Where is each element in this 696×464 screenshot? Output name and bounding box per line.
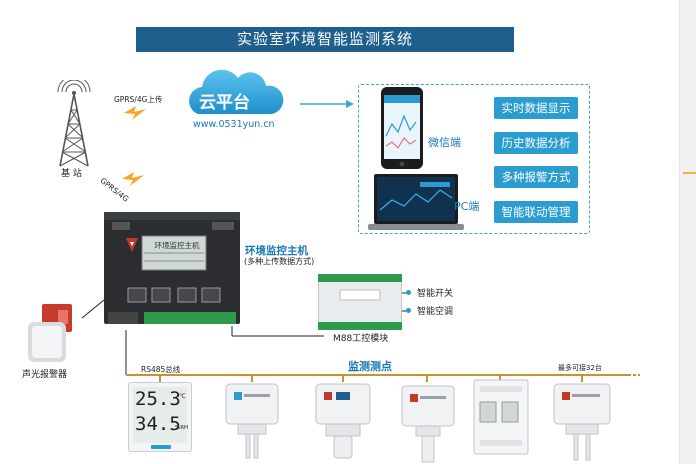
gprs-upload-label: GPRS/4G上传 (114, 95, 163, 104)
sensor-box-2 (315, 383, 371, 459)
base-station-tower-icon (57, 80, 91, 167)
m88-module-label: M88工控模块 (333, 334, 389, 344)
signal-bolt-icon (124, 106, 146, 120)
humidity-unit: %RH (175, 425, 189, 431)
client-panel (358, 84, 590, 234)
sensor-box-3 (401, 385, 455, 463)
pc-client-label: PC端 (454, 200, 480, 213)
humidity-reading: 34.5 (135, 413, 181, 435)
feature-history-analysis: 历史数据分析 (494, 132, 578, 154)
title-banner: 实验室环境智能监测系统 (136, 27, 514, 52)
base-station-label: 基 站 (61, 169, 82, 179)
alarm-label: 声光报警器 (22, 370, 68, 380)
monitoring-host-device (104, 212, 240, 324)
sensor-box-4 (553, 383, 611, 461)
max-devices-label: 最多可接32台 (558, 364, 602, 372)
wechat-client-label: 微信端 (428, 136, 461, 149)
temperature-unit: ℃ (179, 393, 186, 400)
arrow-right-icon (300, 100, 354, 108)
sensor-display-unit: 25.3 ℃ 34.5 %RH (128, 382, 192, 452)
feature-realtime-display: 实时数据显示 (494, 97, 578, 119)
cloud-platform-label: 云平台 (199, 93, 250, 113)
measure-points-label: 监测测点 (348, 360, 392, 373)
smart-aircon-label: 智能空调 (417, 307, 454, 317)
sensor-rail-unit (473, 379, 529, 455)
smart-switch-label: 智能开关 (417, 289, 454, 299)
feature-alarm-methods: 多种报警方式 (494, 166, 578, 188)
side-strip (679, 0, 696, 464)
host-screen-title: 环境监控主机 (154, 241, 200, 250)
sensor-box-1 (225, 383, 279, 459)
sound-light-alarm-icon (28, 304, 72, 362)
rs485-bus-label: RS485总线 (141, 365, 181, 374)
m88-control-module (318, 274, 402, 330)
signal-bolt-icon (122, 172, 144, 186)
laptop-icon (368, 174, 464, 230)
bullet-icon (406, 290, 411, 295)
cloud-url: www.0531yun.cn (193, 119, 275, 130)
host-subtitle: (多种上传数据方式) (244, 257, 315, 266)
smartphone-icon (381, 87, 423, 169)
cloud-icon (189, 69, 284, 114)
bullet-icon (406, 308, 411, 313)
side-strip-marker (683, 172, 696, 174)
feature-smart-linkage: 智能联动管理 (494, 201, 578, 223)
temperature-reading: 25.3 (135, 388, 181, 410)
host-title: 环境监控主机 (245, 245, 308, 257)
